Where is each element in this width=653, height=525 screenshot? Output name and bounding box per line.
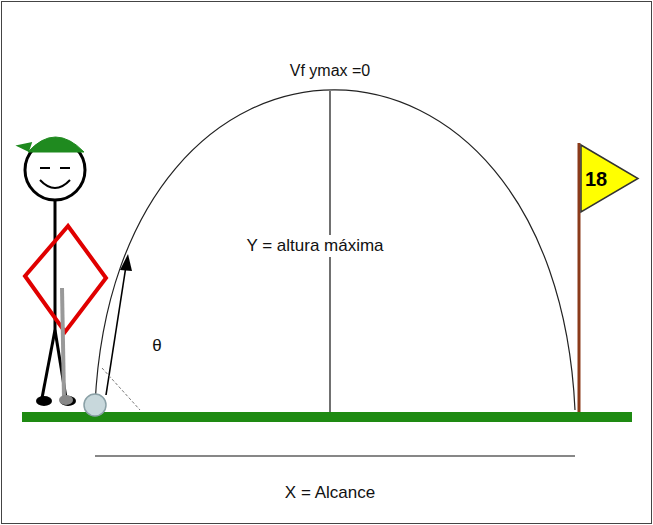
flag-cloth xyxy=(581,145,638,212)
eye xyxy=(40,167,50,169)
foot xyxy=(36,396,52,406)
golf-club xyxy=(62,288,64,398)
angle-label: θ xyxy=(152,336,161,356)
foot xyxy=(60,396,76,406)
golfer xyxy=(20,137,106,406)
eye xyxy=(60,167,70,169)
ground xyxy=(22,412,632,422)
range-label: X = Alcance xyxy=(285,483,375,503)
cap-brim xyxy=(20,144,30,150)
golf-ball xyxy=(84,394,106,416)
velocity-label: Vf ymax =0 xyxy=(290,62,370,80)
flag: 18 xyxy=(581,145,638,212)
angle-guide xyxy=(102,368,140,410)
body xyxy=(54,200,57,330)
flag-pole xyxy=(578,143,581,412)
leg xyxy=(42,330,55,398)
flag-number: 18 xyxy=(585,169,607,189)
club-head xyxy=(59,395,73,405)
arms xyxy=(25,226,106,332)
arrow-head xyxy=(120,254,132,271)
cap xyxy=(28,137,84,152)
range-line xyxy=(95,455,575,456)
height-label: Y = altura máxima xyxy=(243,235,386,257)
smile xyxy=(40,180,70,188)
trajectory xyxy=(95,90,575,410)
